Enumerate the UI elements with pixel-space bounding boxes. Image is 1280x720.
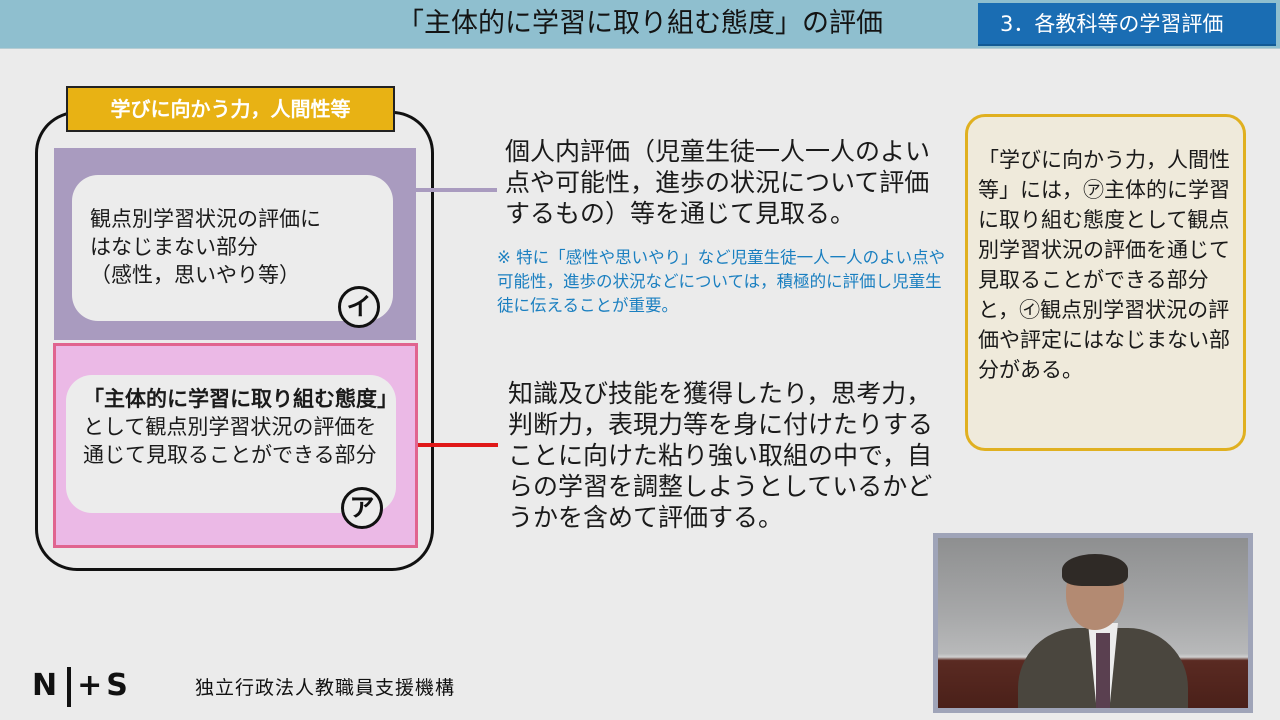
nits-logo: N +S bbox=[32, 666, 162, 707]
logo-n: N bbox=[32, 668, 62, 703]
connector-red bbox=[418, 443, 498, 447]
organization-name: 独立行政法人教職員支援機構 bbox=[195, 677, 456, 699]
category-label: 学びに向かう力，人間性等 bbox=[66, 86, 395, 132]
explanation-attitude: 知識及び技能を獲得したり，思考力，判断力，表現力等を身に付けたりすることに向けた… bbox=[508, 379, 934, 532]
explanation-individual: 個人内評価（児童生徒一人一人のよい点や可能性，進歩の状況について評価するもの）等… bbox=[505, 137, 931, 228]
section-tab: 3．各教科等の学習評価 bbox=[978, 3, 1276, 46]
card-a-bold: 「主体的に学習に取り組む態度」 bbox=[83, 387, 398, 411]
speaker-tie bbox=[1096, 633, 1110, 708]
video-feed bbox=[938, 538, 1248, 708]
connector-purple bbox=[416, 188, 497, 192]
card-i-line-1: 観点別学習状況の評価に bbox=[90, 207, 321, 231]
summary-text: 「学びに向かう力，人間性等」には，㋐主体的に学習に取り組む態度として観点別学習状… bbox=[978, 148, 1230, 382]
logo-divider bbox=[67, 666, 72, 707]
logo-ts: +S bbox=[77, 668, 132, 703]
card-i-line-3: （感性，思いやり等） bbox=[90, 263, 300, 287]
slide-title: 「主体的に学習に取り組む態度」の評価 bbox=[397, 8, 883, 39]
speaker-video[interactable] bbox=[933, 533, 1253, 713]
summary-box: 「学びに向かう力，人間性等」には，㋐主体的に学習に取り組む態度として観点別学習状… bbox=[965, 114, 1246, 451]
card-i-line-2: はなじまない部分 bbox=[90, 235, 258, 259]
badge-i-icon: イ bbox=[338, 286, 380, 328]
badge-a-icon: ア bbox=[341, 487, 383, 529]
card-a-rest: として観点別学習状況の評価を通じて見取ることができる部分 bbox=[83, 415, 377, 467]
note-blue: ※ 特に「感性や思いやり」など児童生徒一人一人のよい点や可能性，進歩の状況などに… bbox=[497, 248, 946, 315]
card-evaluable: 「主体的に学習に取り組む態度」として観点別学習状況の評価を通じて見取ることができ… bbox=[66, 375, 398, 513]
speaker-hair bbox=[1062, 554, 1128, 586]
